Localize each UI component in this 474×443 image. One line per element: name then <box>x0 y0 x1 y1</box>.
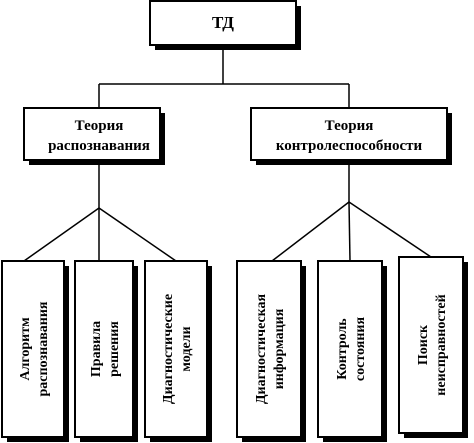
leaf-state-control-label-line-2: состояния <box>353 317 368 382</box>
connector-branch-2-to-leaf-2 <box>348 201 351 262</box>
connector-lines <box>23 45 432 262</box>
root-node: ТД <box>149 0 301 50</box>
branch-controllability-label-line-2: контролеспособности <box>276 138 423 154</box>
branch-node-recognition: Теория распознавания <box>23 107 165 165</box>
leaf-node-fault-search: Поиск неисправностей <box>398 256 468 438</box>
leaf-diagnostic-models-box <box>144 260 208 438</box>
leaf-decision-rules-label-line-2: решения <box>107 321 122 377</box>
leaf-decision-rules-box <box>74 260 134 438</box>
leaf-state-control-box <box>317 260 383 438</box>
leaf-node-recognition-algorithm: Алгоритм распознавания <box>1 260 69 442</box>
leaf-fault-search-label-line-2: неисправностей <box>434 294 449 395</box>
root-label: ТД <box>212 13 234 32</box>
leaf-fault-search-box <box>398 256 464 434</box>
leaf-recognition-algorithm-label-line-1: Алгоритм <box>18 317 33 381</box>
connector-branch-2-to-leaf-3 <box>348 201 432 258</box>
connector-branch-2-to-leaf-1 <box>271 201 350 262</box>
branch-node-controllability: Теория контролеспособности <box>250 107 452 165</box>
leaf-diagnostic-information-box <box>236 260 302 438</box>
branch-recognition-box <box>23 107 161 161</box>
leaf-node-state-control: Контроль состояния <box>317 260 387 442</box>
leaf-recognition-algorithm-box <box>1 260 65 438</box>
leaf-state-control-label-line-1: Контроль <box>335 318 350 380</box>
leaf-node-diagnostic-information: Диагностическая информация <box>236 260 306 442</box>
leaf-recognition-algorithm-label-line-2: распознавания <box>36 301 51 396</box>
leaf-diagnostic-models-label-line-1: Диагностические <box>161 294 176 404</box>
connector-branch-1-to-leaf-1 <box>23 207 100 262</box>
branch-controllability-label-line-1: Теория <box>325 118 374 134</box>
leaf-diagnostic-information-label-line-1: Диагностическая <box>254 293 269 404</box>
branch-recognition-label-line-2: распознавания <box>48 138 150 154</box>
leaf-node-diagnostic-models: Диагностические модели <box>144 260 212 442</box>
leaf-diagnostic-information-label-line-2: информация <box>272 308 287 389</box>
root-box <box>149 0 297 46</box>
branch-controllability-box <box>250 107 448 161</box>
leaf-node-decision-rules: Правила решения <box>74 260 138 442</box>
leaf-fault-search-label-line-1: Поиск <box>416 324 431 365</box>
leaf-decision-rules-label-line-1: Правила <box>89 321 104 377</box>
connector-branch-1-to-leaf-3 <box>98 207 177 262</box>
leaf-diagnostic-models-label-line-2: модели <box>179 326 194 371</box>
branch-recognition-label-line-1: Теория <box>75 118 124 134</box>
